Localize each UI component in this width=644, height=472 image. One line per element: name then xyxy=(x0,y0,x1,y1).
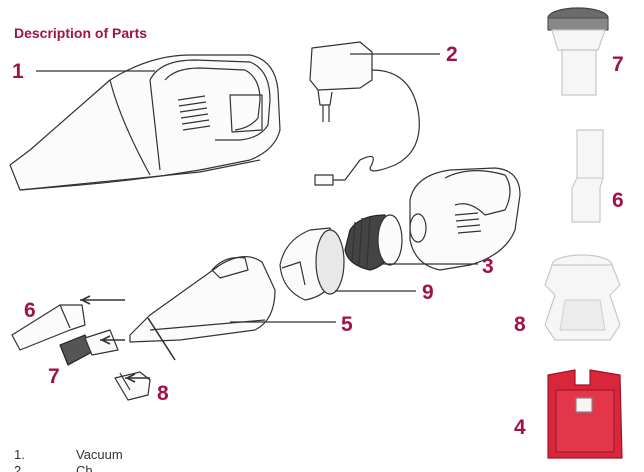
parts-list-number: 2. xyxy=(14,463,25,472)
callout-6-left: 6 xyxy=(24,299,36,322)
callout-8-left: 8 xyxy=(157,382,169,405)
callout-6-right: 6 xyxy=(612,189,624,212)
parts-list-number: 1. xyxy=(14,447,25,462)
callout-8-right: 8 xyxy=(514,313,526,336)
red-cartridge-drawing xyxy=(547,369,623,459)
section-title: Description of Parts xyxy=(14,25,148,41)
parts-list-name: Ch xyxy=(76,463,93,472)
parts-list-name: Vacuum xyxy=(76,447,123,462)
adapter-tool-left-drawing xyxy=(114,371,151,401)
callout-leaders xyxy=(36,53,478,323)
brush-head-right-drawing xyxy=(547,7,609,96)
brush-tool-left-drawing xyxy=(59,329,119,366)
vacuum-body-drawing xyxy=(9,54,281,191)
parts-list-item: 2. Ch xyxy=(14,463,214,472)
assembly-lines xyxy=(80,295,176,383)
callout-7-right: 7 xyxy=(612,53,624,76)
crevice-tool-left-drawing xyxy=(11,304,86,351)
callout-3: 3 xyxy=(482,255,494,278)
motor-unit-drawing xyxy=(409,167,521,271)
adapter-right-drawing xyxy=(544,254,621,341)
callout-1: 1 xyxy=(12,60,24,83)
dust-container-drawing xyxy=(129,256,276,343)
callout-7-left: 7 xyxy=(48,365,60,388)
filter-drawing xyxy=(344,214,403,271)
callout-5: 5 xyxy=(341,313,353,336)
callout-9: 9 xyxy=(422,281,434,304)
parts-list-item: 1. Vacuum xyxy=(14,447,214,465)
callout-2: 2 xyxy=(446,43,458,66)
filter-holder-drawing xyxy=(279,227,345,301)
crevice-tube-right-drawing xyxy=(571,129,604,223)
charger-drawing xyxy=(309,41,420,186)
callout-4-right: 4 xyxy=(514,416,526,439)
